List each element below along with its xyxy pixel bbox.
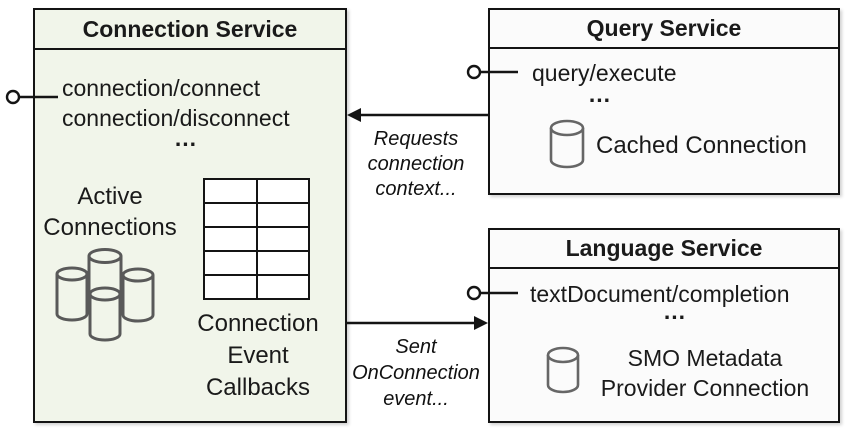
connection-cluster-cylinders-icon bbox=[52, 242, 158, 342]
query-method-execute: query/execute bbox=[532, 60, 677, 86]
cached-connection-label: Cached Connection bbox=[596, 132, 807, 159]
arrow-sent-onconnection-event bbox=[347, 316, 488, 330]
connection-event-callbacks-label: Connection Event Callbacks bbox=[197, 310, 319, 401]
language-methods-ellipsis: ... bbox=[663, 298, 687, 324]
connection-method-connect: connection/connect bbox=[62, 75, 261, 101]
sent-onconnection-event-label: Sent OnConnection event... bbox=[352, 336, 480, 410]
arrow-requests-connection-context bbox=[347, 108, 488, 122]
callback-table-grid-icon bbox=[203, 178, 310, 300]
cached-connection-cylinder-icon bbox=[548, 119, 586, 169]
language-service-box: Language Service bbox=[488, 228, 840, 423]
smo-connection-cylinder-icon bbox=[545, 346, 581, 394]
connection-service-title: Connection Service bbox=[35, 10, 345, 50]
connection-methods-ellipsis: ... bbox=[174, 125, 198, 151]
query-service-title: Query Service bbox=[490, 10, 838, 49]
connection-method-disconnect: connection/disconnect bbox=[62, 105, 290, 131]
language-method-completion: textDocument/completion bbox=[530, 281, 790, 307]
query-service-box: Query Service bbox=[488, 8, 840, 195]
query-methods-ellipsis: ... bbox=[588, 81, 612, 107]
active-connections-label: Active Connections bbox=[43, 183, 177, 241]
smo-metadata-provider-label: SMO Metadata Provider Connection bbox=[600, 345, 810, 401]
language-service-title: Language Service bbox=[490, 230, 838, 269]
requests-connection-context-label: Requests connection context... bbox=[367, 128, 465, 200]
